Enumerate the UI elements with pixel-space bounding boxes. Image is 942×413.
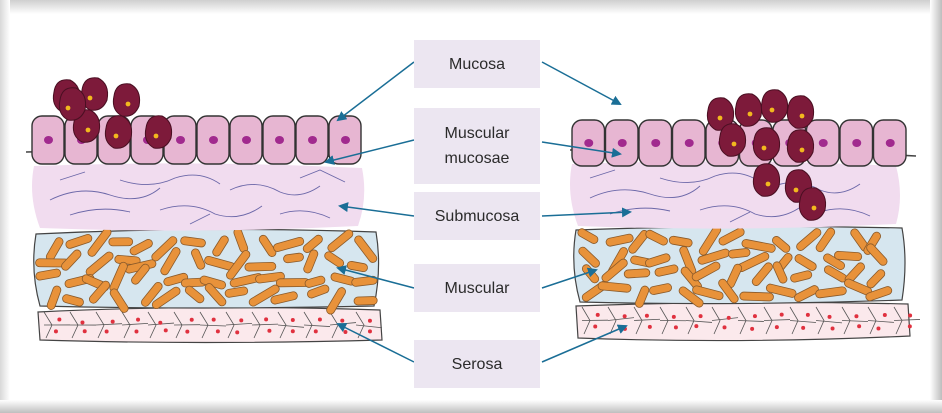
- label-muscular-mucosae: Muscular mucosae: [414, 108, 540, 184]
- arrow-muscular-mucosae-right: [542, 142, 620, 154]
- arrow-submucosa-right: [542, 212, 630, 216]
- label-serosa: Serosa: [414, 340, 540, 388]
- label-submucosa: Submucosa: [414, 192, 540, 240]
- arrow-submucosa-left: [340, 206, 414, 216]
- label-submucosa-text: Submucosa: [435, 207, 520, 226]
- arrow-mucosa-right: [542, 62, 620, 104]
- label-muscular-text: Muscular: [445, 279, 510, 298]
- label-mucosa-text: Mucosa: [449, 55, 505, 74]
- arrow-serosa-right: [542, 326, 626, 362]
- arrow-mucosa-left: [338, 62, 414, 120]
- label-muscular-mucosae-line2: mucosae: [445, 149, 510, 168]
- label-muscular: Muscular: [414, 264, 540, 312]
- arrow-serosa-left: [338, 324, 414, 362]
- label-muscular-mucosae-line1: Muscular: [445, 124, 510, 143]
- arrow-muscular-right: [542, 270, 596, 288]
- arrow-muscular-left: [338, 268, 414, 288]
- arrow-muscular-mucosae-left: [326, 140, 414, 162]
- label-serosa-text: Serosa: [452, 355, 503, 374]
- label-mucosa: Mucosa: [414, 40, 540, 88]
